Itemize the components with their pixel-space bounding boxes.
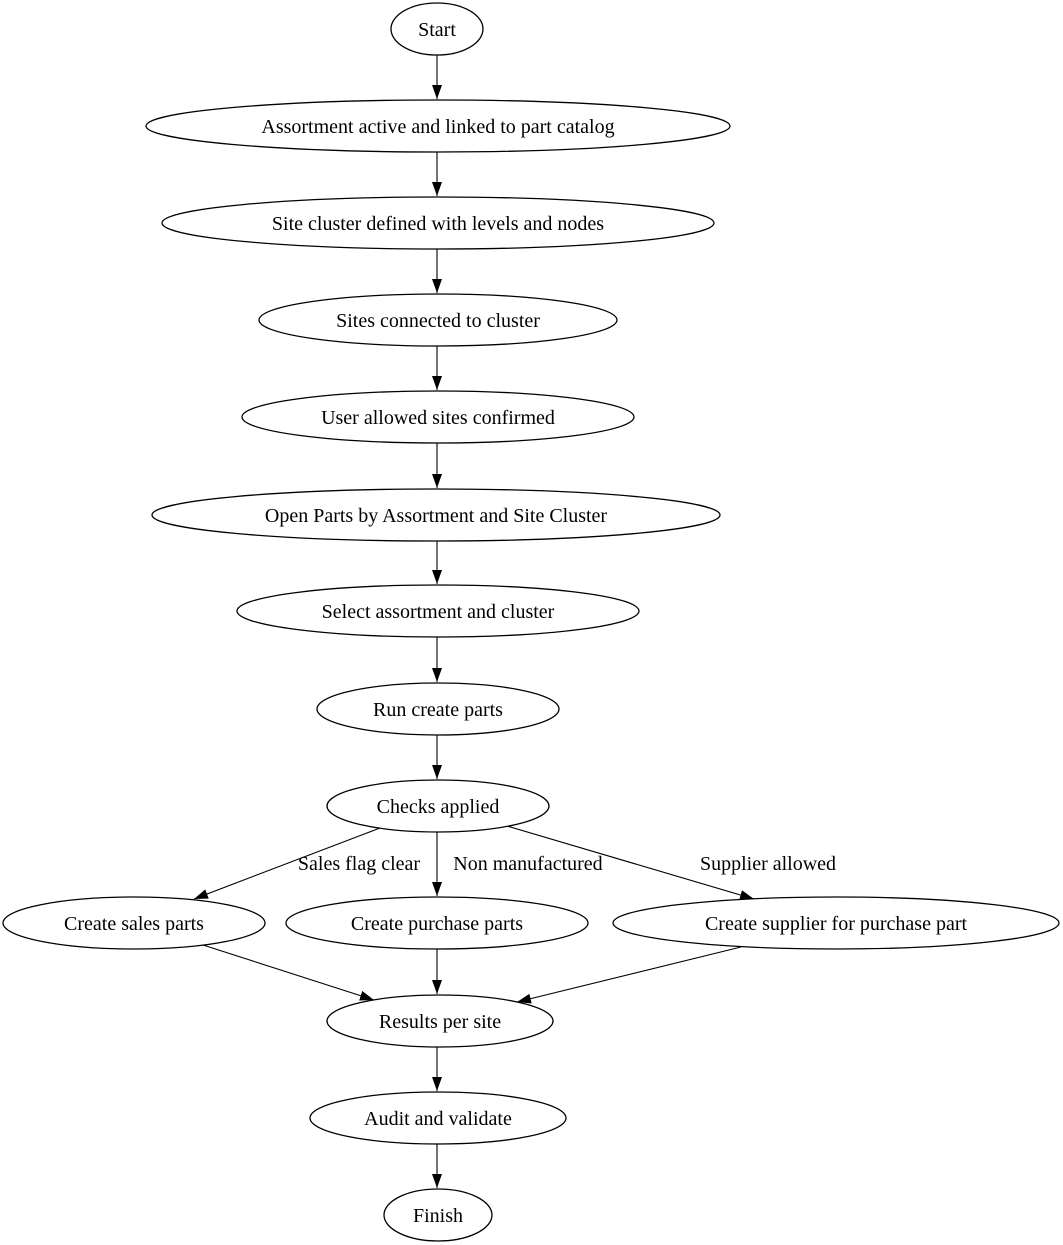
node-select-assortment-label: Select assortment and cluster [322, 601, 555, 623]
edge-label-non-manufactured: Non manufactured [453, 853, 602, 875]
node-assortment-active: Assortment active and linked to part cat… [145, 99, 731, 153]
node-create-supplier: Create supplier for purchase part [612, 896, 1060, 950]
node-site-cluster-defined: Site cluster defined with levels and nod… [161, 196, 715, 250]
node-start-label: Start [418, 19, 456, 41]
node-create-purchase-parts: Create purchase parts [285, 896, 589, 950]
node-sites-connected-label: Sites connected to cluster [336, 310, 540, 332]
node-user-allowed-sites: User allowed sites confirmed [241, 390, 635, 444]
node-create-sales-parts: Create sales parts [2, 896, 266, 950]
node-run-create-parts-label: Run create parts [373, 699, 503, 721]
node-site-cluster-defined-label: Site cluster defined with levels and nod… [272, 213, 604, 235]
edge-label-supplier-allowed: Supplier allowed [700, 853, 836, 875]
node-open-parts: Open Parts by Assortment and Site Cluste… [151, 488, 721, 542]
node-create-sales-parts-label: Create sales parts [64, 913, 204, 935]
node-finish: Finish [383, 1188, 493, 1242]
node-results-per-site: Results per site [326, 994, 554, 1048]
edge-label-sales-flag-clear: Sales flag clear [298, 853, 420, 875]
node-checks-applied-label: Checks applied [377, 796, 500, 818]
node-user-allowed-sites-label: User allowed sites confirmed [321, 407, 555, 429]
edge-label-group: Sales flag clear Non manufactured Suppli… [298, 853, 836, 875]
node-create-supplier-label: Create supplier for purchase part [705, 913, 968, 935]
node-run-create-parts: Run create parts [316, 682, 560, 736]
node-results-per-site-label: Results per site [379, 1011, 501, 1033]
node-checks-applied: Checks applied [326, 779, 550, 833]
node-sites-connected: Sites connected to cluster [258, 293, 618, 347]
node-finish-label: Finish [413, 1205, 463, 1227]
edge-checks-create-sales [193, 827, 381, 900]
node-start: Start [390, 2, 484, 56]
node-open-parts-label: Open Parts by Assortment and Site Cluste… [265, 505, 608, 527]
node-create-purchase-parts-label: Create purchase parts [351, 913, 523, 935]
edge-group [193, 55, 755, 1188]
edge-create-supplier-results [516, 946, 742, 1004]
node-audit-validate-label: Audit and validate [364, 1108, 512, 1130]
edge-create-sales-results [202, 944, 375, 1001]
edge-checks-create-supplier [506, 825, 755, 900]
node-select-assortment: Select assortment and cluster [236, 584, 640, 638]
node-assortment-active-label: Assortment active and linked to part cat… [261, 116, 614, 138]
node-audit-validate: Audit and validate [309, 1091, 567, 1145]
